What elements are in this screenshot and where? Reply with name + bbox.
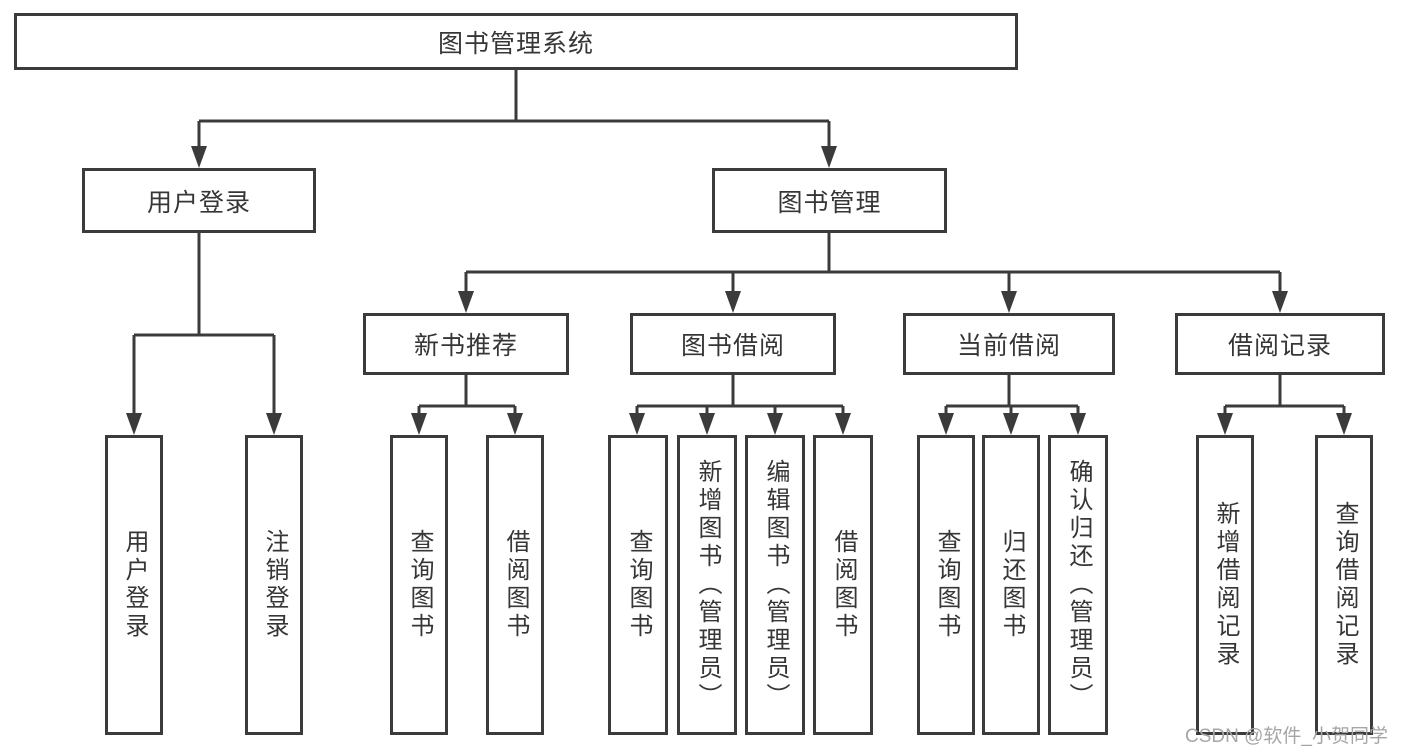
leaf-current-query-label: 查询图书 bbox=[933, 529, 960, 641]
node-book-borrow: 图书借阅 bbox=[630, 313, 836, 375]
node-borrow-records: 借阅记录 bbox=[1175, 313, 1385, 375]
arrow-down-icons bbox=[126, 146, 1352, 435]
leaf-borrow-query-label: 查询图书 bbox=[625, 529, 652, 641]
leaf-borrow-add-admin-label: 新增图书（管理员） bbox=[694, 459, 721, 711]
node-current-borrow: 当前借阅 bbox=[903, 313, 1115, 375]
leaf-newbook-borrow-label: 借阅图书 bbox=[502, 529, 529, 641]
leaf-borrow-book-label: 借阅图书 bbox=[830, 529, 857, 641]
leaf-borrow-query: 查询图书 bbox=[608, 435, 668, 735]
leaf-borrow-book: 借阅图书 bbox=[813, 435, 873, 735]
leaf-user-login-label: 用户登录 bbox=[121, 529, 148, 641]
leaf-borrow-add-admin: 新增图书（管理员） bbox=[677, 435, 737, 735]
node-new-book-recommend: 新书推荐 bbox=[363, 313, 569, 375]
watermark: CSDN @软件_小贺同学 bbox=[1185, 726, 1388, 747]
leaf-record-add-label: 新增借阅记录 bbox=[1212, 501, 1239, 669]
leaf-record-query-label: 查询借阅记录 bbox=[1331, 501, 1358, 669]
node-current-borrow-label: 当前借阅 bbox=[956, 332, 1061, 360]
node-borrow-records-label: 借阅记录 bbox=[1227, 332, 1332, 360]
node-root: 图书管理系统 bbox=[14, 13, 1018, 70]
leaf-newbook-query-label: 查询图书 bbox=[406, 529, 433, 641]
leaf-current-return: 归还图书 bbox=[982, 435, 1040, 735]
node-user-login-label: 用户登录 bbox=[146, 188, 251, 217]
node-root-label: 图书管理系统 bbox=[437, 29, 594, 58]
leaf-logout-label: 注销登录 bbox=[261, 529, 288, 641]
leaf-newbook-query: 查询图书 bbox=[390, 435, 448, 735]
node-book-management: 图书管理 bbox=[712, 168, 947, 233]
leaf-current-query: 查询图书 bbox=[917, 435, 975, 735]
node-user-login: 用户登录 bbox=[82, 168, 316, 233]
leaf-newbook-borrow: 借阅图书 bbox=[486, 435, 544, 735]
leaf-record-query: 查询借阅记录 bbox=[1315, 435, 1373, 735]
leaf-logout: 注销登录 bbox=[245, 435, 303, 735]
node-book-borrow-label: 图书借阅 bbox=[680, 332, 785, 360]
leaf-user-login: 用户登录 bbox=[105, 435, 163, 735]
node-book-management-label: 图书管理 bbox=[777, 188, 882, 217]
leaf-record-add: 新增借阅记录 bbox=[1196, 435, 1254, 735]
leaf-current-confirm-admin: 确认归还（管理员） bbox=[1048, 435, 1108, 735]
leaf-current-return-label: 归还图书 bbox=[998, 529, 1025, 641]
connector-lines bbox=[132, 70, 1346, 417]
leaf-current-confirm-admin-label: 确认归还（管理员） bbox=[1065, 459, 1092, 711]
node-new-book-recommend-label: 新书推荐 bbox=[413, 332, 518, 360]
leaf-borrow-edit-admin-label: 编辑图书（管理员） bbox=[762, 459, 789, 711]
leaf-borrow-edit-admin: 编辑图书（管理员） bbox=[745, 435, 805, 735]
